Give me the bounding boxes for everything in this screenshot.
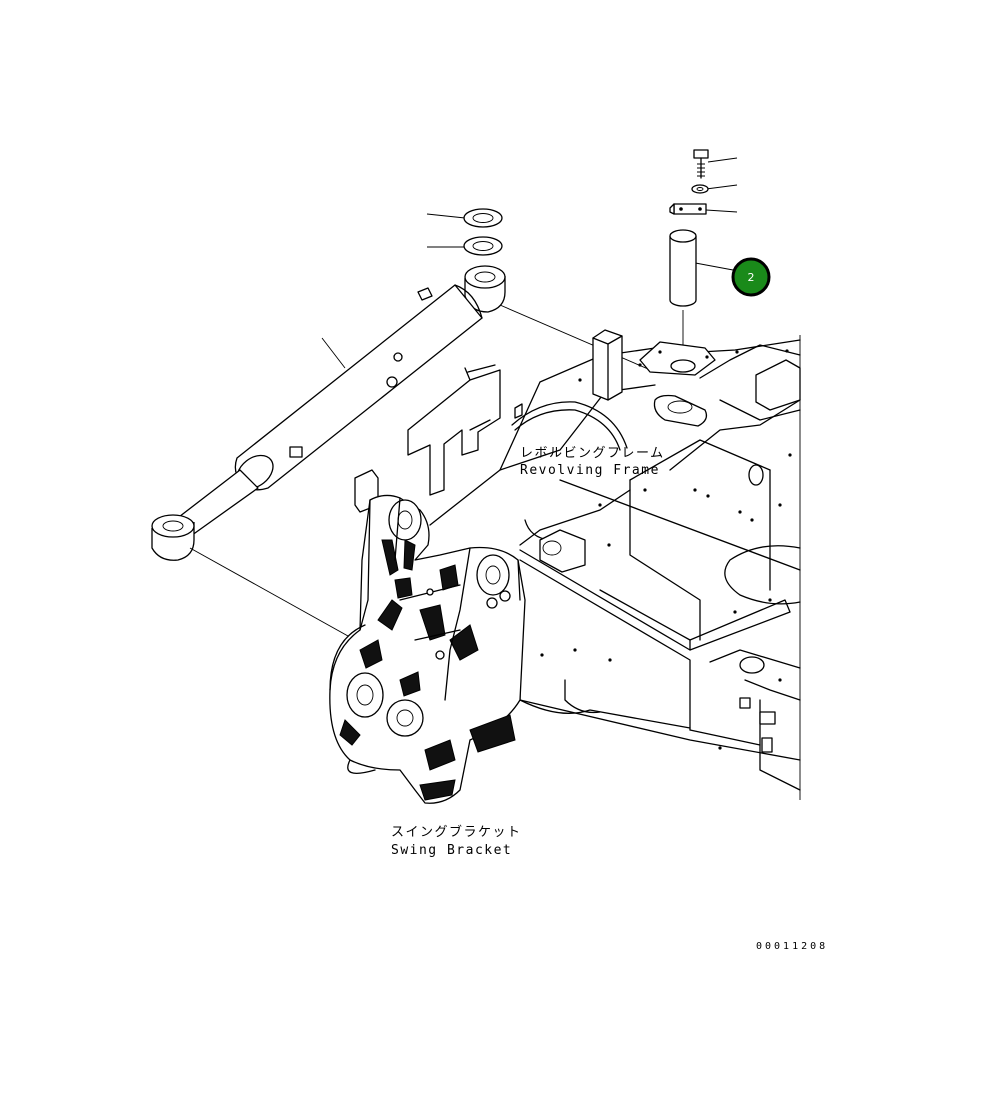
drawing-number: 00011208 — [756, 941, 828, 952]
revolving-frame-label: レボルビングフレーム Revolving Frame — [520, 446, 665, 478]
swing-bracket-label: スイングブラケット Swing Bracket — [391, 824, 522, 858]
callout-circle[interactable] — [731, 257, 771, 297]
callout-2[interactable]: 2 — [731, 257, 771, 297]
frame-brackets — [354, 329, 623, 513]
frame-rail — [514, 409, 621, 451]
bolt-part — [693, 149, 709, 179]
washer-stack-left — [426, 208, 503, 256]
pin-stack-leaders — [682, 157, 738, 345]
swing-bracket — [329, 494, 526, 804]
plate-part — [669, 203, 707, 215]
revolving-frame-label-jp: レボルビングフレーム — [520, 446, 665, 461]
callout-number: 2 — [748, 271, 755, 284]
frame-rivets — [540, 349, 792, 750]
revolving-frame — [429, 339, 801, 791]
revolving-frame-label-en: Revolving Frame — [520, 463, 660, 478]
pin-part — [669, 229, 697, 307]
washer-part — [691, 184, 709, 194]
swing-bracket-label-jp: スイングブラケット — [391, 824, 522, 840]
swing-bracket-label-en: Swing Bracket — [391, 843, 512, 858]
swing-cylinder — [151, 265, 656, 637]
